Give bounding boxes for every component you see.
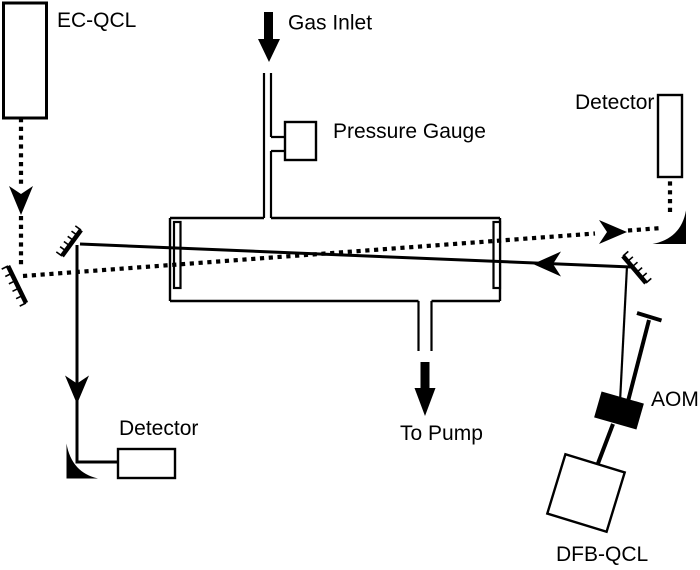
ec-qcl-beam-to-mirror: [627, 225, 663, 233]
curved-mirror-top-right: [652, 210, 686, 244]
aom-box: [594, 391, 644, 430]
mirror-face: [60, 228, 83, 258]
fold-mirror-left-solid-beam: [55, 225, 83, 258]
ec-qcl-label: EC-QCL: [57, 9, 136, 32]
detector-top-right-label: Detector: [575, 91, 654, 114]
to-pump-arrow-head: [414, 388, 436, 416]
gas-inlet-arrow-head: [258, 39, 280, 62]
gas-cell: [168, 216, 502, 303]
inlet-tube: [262, 73, 285, 218]
dfb-qcl-laser-box: [545, 452, 627, 534]
gas-inlet-label: Gas Inlet: [288, 12, 372, 35]
mirror-face: [5, 264, 29, 305]
to-pump-label: To Pump: [400, 422, 483, 445]
ec-qcl-beam-dashed: [9, 118, 673, 279]
aom-first-order-beam: [618, 265, 629, 403]
solid-beam-to-detector: [75, 245, 118, 464]
solid-beam-arrow-down: [65, 375, 89, 404]
mirror-hatching: [1, 265, 27, 307]
detector-bottom-left-box: [116, 447, 177, 480]
gas-inlet-assembly: [258, 12, 318, 218]
mirror-hatching: [55, 225, 82, 257]
detector-bottom-left-label: Detector: [119, 417, 198, 440]
curved-mirror-bottom-left: [66, 443, 98, 479]
pressure-gauge-box: [283, 120, 318, 162]
to-pump-arrow-shaft: [420, 362, 430, 389]
ec-qcl-laser-box: [2, 1, 48, 120]
pressure-gauge-label: Pressure Gauge: [333, 120, 486, 143]
pump-tube: [417, 301, 433, 351]
aom-zero-order-beam: [624, 319, 651, 410]
ec-qcl-beam-arrow-down: [9, 186, 33, 215]
gas-inlet-arrow-shaft: [264, 12, 273, 40]
dfb-qcl-label: DFB-QCL: [556, 543, 648, 565]
cell-window-left: [172, 220, 182, 290]
fold-mirror-dashed-beam: [1, 264, 29, 307]
dfb-to-aom-beam: [595, 423, 615, 467]
mirror-face: [621, 254, 648, 285]
mirror-hatching: [622, 250, 652, 284]
beam-block-bar: [636, 311, 663, 323]
pump-outlet-assembly: [414, 301, 436, 416]
ec-qcl-beam-arrow-right: [599, 220, 627, 244]
aom-label: AOM: [651, 388, 699, 411]
dfb-qcl-beam-solid: [65, 242, 663, 467]
solid-beam-arrow-left: [533, 251, 561, 277]
cell-window-right: [492, 220, 502, 290]
fold-mirror-right-solid-beam: [621, 250, 652, 285]
detector-top-right-box: [656, 93, 684, 179]
ec-qcl-beam-through-cell: [22, 231, 596, 279]
